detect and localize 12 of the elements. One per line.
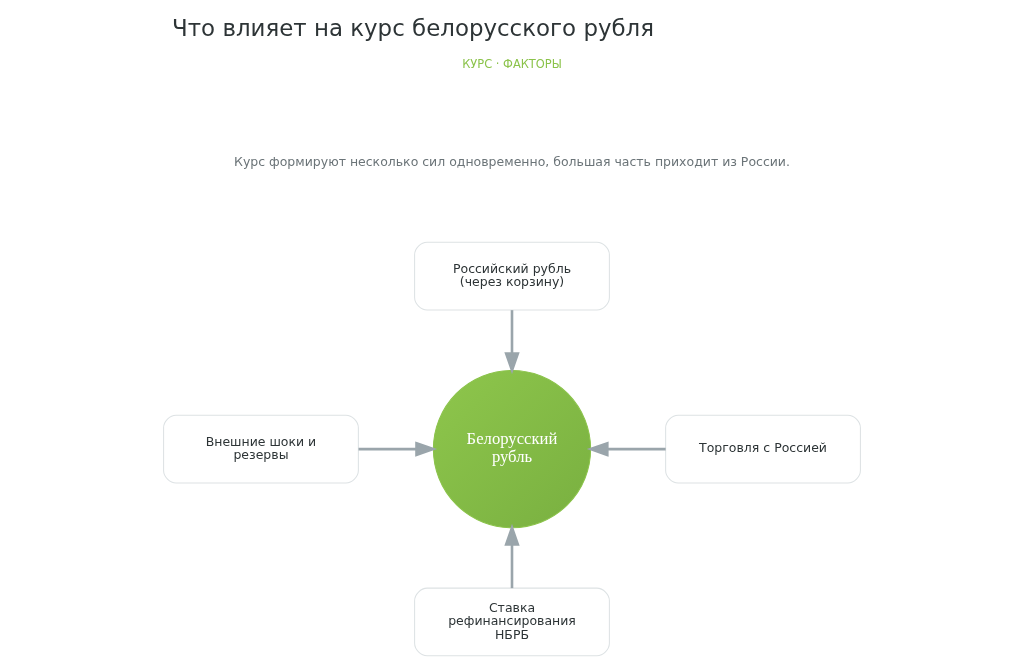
arrow bbox=[358, 440, 438, 457]
arrow bbox=[504, 523, 520, 588]
node-circle: Белорусский рубль bbox=[432, 369, 592, 528]
arrow bbox=[586, 440, 666, 457]
diagram-title: Что влияет на курс белорусского рубля bbox=[172, 14, 655, 41]
node-box: Торговля с Россией bbox=[665, 414, 861, 483]
node-box: Внешние шоки и резервы bbox=[163, 414, 359, 483]
label: КУРС · ФАКТОРЫ bbox=[462, 56, 562, 71]
arrow bbox=[504, 309, 520, 374]
label: Курс формируют несколько сил одновременно, большая часть приходит из России. bbox=[234, 153, 790, 169]
node-box: Российский рубль (через корзину) bbox=[414, 241, 610, 311]
node-box: Ставка рефинансирования НБРБ bbox=[414, 587, 610, 656]
